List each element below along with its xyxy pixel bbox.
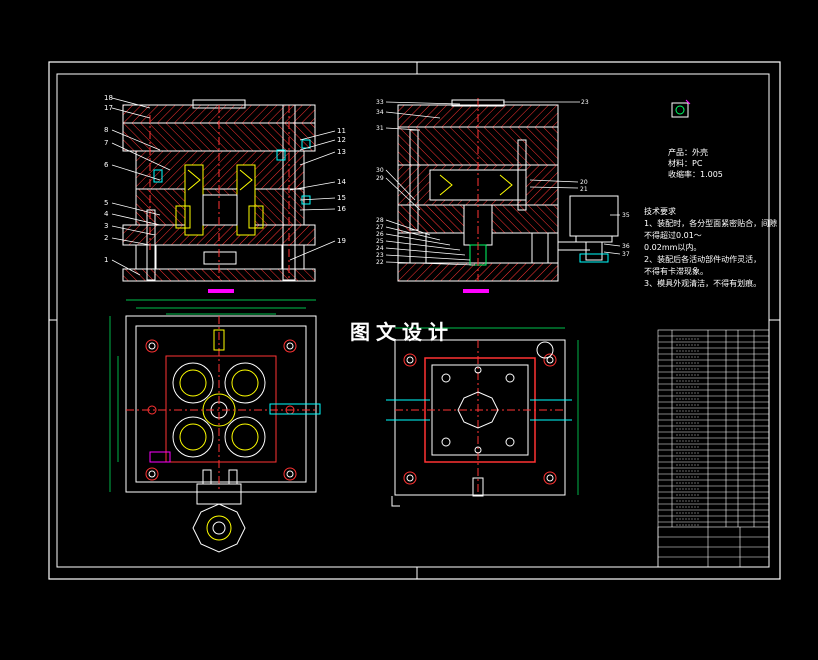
callout-30: 30 [376, 167, 384, 174]
product-spec: 产品：外壳 材料：PC 收缩率：1.005 [668, 147, 723, 180]
callout-34: 34 [376, 109, 384, 116]
callout-11: 11 [337, 127, 346, 135]
right-plan-view [386, 327, 579, 507]
callout-21: 21 [580, 186, 588, 193]
callout-18: 18 [104, 94, 113, 102]
callout-29: 29 [376, 175, 384, 182]
notes-line-2: 不得超过0.01～ [644, 231, 702, 240]
callout-16: 16 [337, 205, 346, 213]
title-block [657, 526, 770, 568]
spec-product: 产品：外壳 [668, 148, 708, 157]
left-plan-view [109, 299, 321, 553]
callout-23b: 23 [376, 252, 384, 259]
section-marker-a [208, 289, 234, 293]
border-ticks [49, 62, 780, 579]
bom-rows [658, 335, 769, 526]
callout-8: 8 [104, 126, 108, 134]
callout-7: 7 [104, 139, 108, 147]
callout-15: 15 [337, 194, 346, 202]
callout-36: 36 [622, 243, 630, 250]
callout-3: 3 [104, 222, 108, 230]
callout-25: 25 [376, 238, 384, 245]
callout-1: 1 [104, 256, 108, 264]
callout-19: 19 [337, 237, 346, 245]
spec-material: 材料：PC [668, 159, 703, 168]
callout-12: 12 [337, 136, 346, 144]
middle-section-view: 33 34 31 30 29 28 27 26 25 24 23 22 23 2… [376, 98, 630, 293]
callout-24: 24 [376, 245, 384, 252]
callout-14: 14 [337, 178, 346, 186]
callout-4: 4 [104, 210, 109, 218]
callout-6: 6 [104, 161, 109, 169]
notes-line-1: 1、装配时，各分型面紧密贴合，间隙 [644, 219, 778, 228]
callout-33: 33 [376, 99, 384, 106]
projection-symbol-icon [671, 99, 691, 118]
spec-shrink: 收缩率：1.005 [668, 170, 723, 179]
notes-line-4: 2、装配后各活动部件动作灵活， [644, 255, 762, 264]
callout-23: 23 [581, 99, 589, 106]
notes-line-5: 不得有卡滞现象。 [644, 267, 708, 276]
callout-13: 13 [337, 148, 346, 156]
section-marker-b [463, 289, 489, 293]
watermark-text: 图文设计 [350, 320, 454, 344]
callout-17: 17 [104, 104, 113, 112]
callout-28: 28 [376, 217, 384, 224]
notes-title: 技术要求 [644, 207, 676, 216]
callout-5: 5 [104, 199, 108, 207]
callout-35: 35 [622, 212, 630, 219]
technical-requirements: 技术要求 1、装配时，各分型面紧密贴合，间隙 不得超过0.01～ 0.02mm以… [644, 206, 778, 290]
callout-20: 20 [580, 179, 588, 186]
callout-22: 22 [376, 259, 384, 266]
callout-26: 26 [376, 231, 384, 238]
callout-37: 37 [622, 251, 630, 258]
callout-27: 27 [376, 224, 384, 231]
notes-line-3: 0.02mm以内。 [644, 243, 702, 252]
callout-31: 31 [376, 125, 384, 132]
callout-2: 2 [104, 234, 108, 242]
bom-table [657, 329, 770, 568]
left-section-view: 18 17 8 7 6 5 4 3 2 1 11 12 13 14 15 16 … [104, 94, 346, 293]
notes-line-6: 3、模具外观清洁，不得有划痕。 [644, 279, 762, 288]
